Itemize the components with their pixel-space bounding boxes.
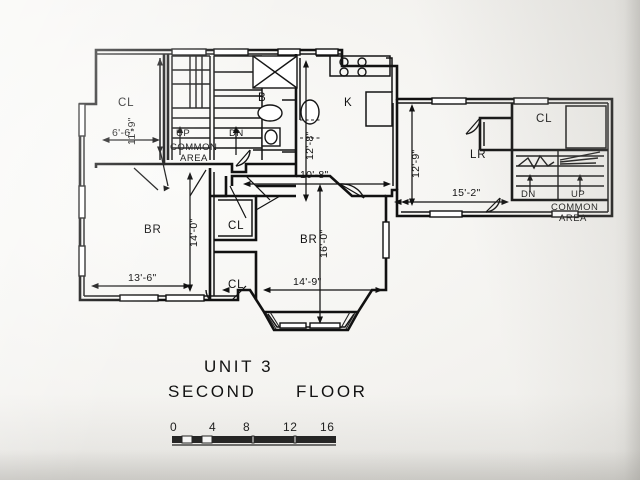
- dim-br1-depth: 14'-0": [188, 218, 200, 247]
- label-common-area-left-line1: COMMON: [170, 142, 217, 153]
- scale-tick-12: 12: [283, 420, 298, 434]
- scale-tick-4: 4: [209, 420, 216, 434]
- dim-lr-depth: 12'-9": [410, 149, 422, 178]
- closet-living-room: [465, 103, 607, 152]
- stair-label-up-left: UP: [176, 128, 190, 139]
- stair-label-dn-right: DN: [521, 189, 536, 200]
- dim-lr-width: 15'-2": [452, 187, 481, 199]
- room-labels: CL 11'-9" 6'-6" UP DN COMMON AREA B K 12…: [112, 92, 598, 291]
- label-closet-living-room: CL: [536, 113, 552, 125]
- label-common-area-left-line2: AREA: [180, 153, 208, 164]
- dim-br2-depth: 16'-0": [318, 229, 330, 258]
- title-block: UNIT 3 SECOND FLOOR: [168, 357, 368, 401]
- stair-label-dn-left: DN: [229, 128, 244, 139]
- label-living-room: LR: [470, 149, 486, 161]
- scale-tick-0: 0: [170, 420, 177, 434]
- stair-label-up-right: UP: [571, 189, 585, 200]
- dim-br1-width: 13'-6": [128, 272, 157, 284]
- scale-bar: 0 4 8 12 16: [170, 420, 336, 446]
- dim-kitchen-depth: 12'-8": [304, 131, 316, 160]
- dim-br2-width: 14'-9": [293, 276, 322, 288]
- label-common-area-right-line2: AREA: [559, 213, 587, 224]
- title-second: SECOND: [168, 382, 256, 401]
- bay-window-bedroom: [262, 311, 360, 332]
- scale-tick-16: 16: [320, 420, 335, 434]
- label-bedroom-left: BR: [144, 224, 162, 236]
- label-kitchen: K: [344, 97, 352, 109]
- title-floor: FLOOR: [296, 382, 368, 401]
- label-closet-top-left: CL: [118, 97, 134, 109]
- dim-closet-width: 6'-6": [112, 127, 134, 139]
- stair-run-up-left: [172, 55, 210, 155]
- label-bathroom: B: [258, 92, 266, 104]
- label-bedroom-right: BR: [300, 234, 318, 246]
- title-unit: UNIT 3: [204, 357, 273, 376]
- scale-tick-8: 8: [243, 420, 250, 434]
- label-closet-mid-upper: CL: [228, 220, 244, 232]
- dim-kitchen-width: 10'-8": [300, 169, 329, 181]
- label-closet-mid-lower: CL: [228, 279, 244, 291]
- scale-bar-graphic: [172, 435, 336, 446]
- label-common-area-right-line1: COMMON: [551, 202, 598, 213]
